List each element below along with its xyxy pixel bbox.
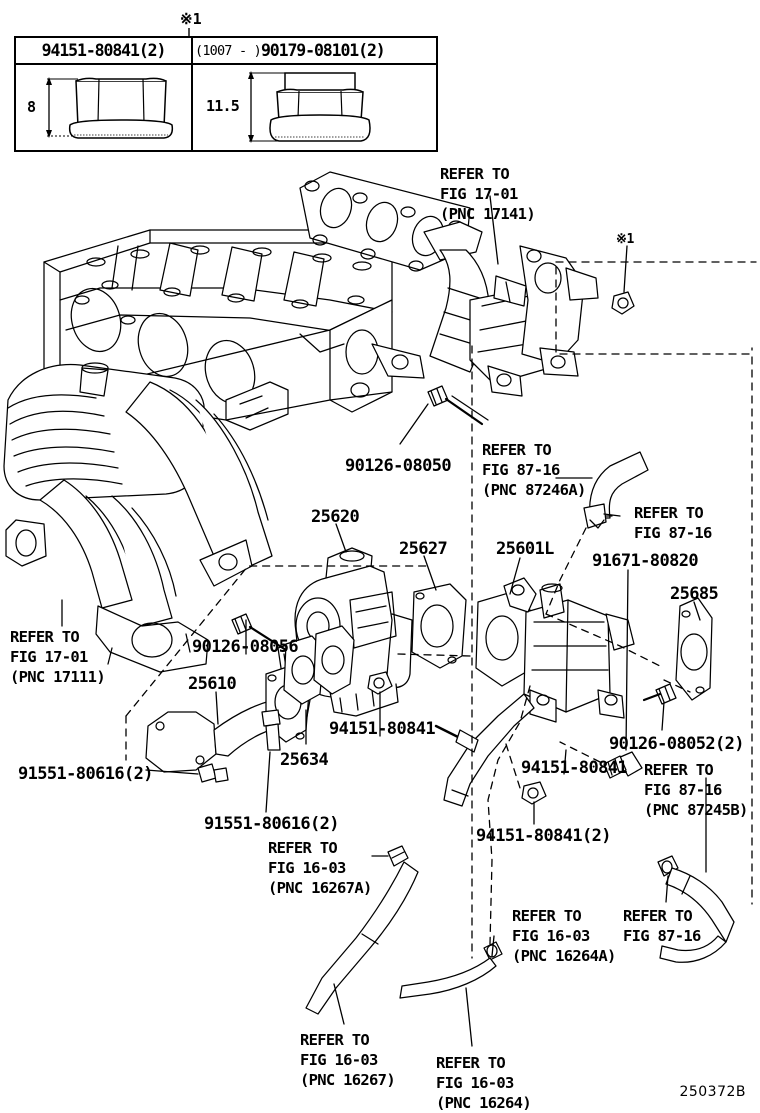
part-number-94151-80841: 94151-80841(2) [41,41,167,60]
grouping-dashed-lines [125,261,757,959]
callout-pn-90126-08052: 90126-08052(2) [609,734,744,754]
callout-pn-91671-80820: 91671-80820 [592,551,699,571]
egr-cooler-drawing [443,577,635,807]
callout-ref-16267a: REFER TO FIG 16-03 (PNC 16267A) [268,839,372,898]
callout-pn-90126-08050: 90126-08050 [345,456,452,476]
parts-table-cell-right-header: (1007 - ) 90179-08101(2) [193,38,436,63]
part-number-90179-08101: 90179-08101(2) [260,41,386,60]
flange-nut-11-5mm-drawing [248,71,371,143]
fasteners [197,291,679,961]
callout-ref-17111: REFER TO FIG 17-01 (PNC 17111) [10,628,106,687]
parts-table-cell-right-figure: 11.5 [193,65,436,150]
callout-ref-87246a: REFER TO FIG 87-16 (PNC 87246A) [482,441,586,500]
hoses [305,451,735,1015]
callout-ref-87245b: REFER TO FIG 87-16 (PNC 87245B) [644,761,748,820]
callout-pn-94151-80841-a: 94151-80841 [329,719,436,739]
callout-ref-8716-a: REFER TO FIG 87-16 [634,504,712,543]
stud-bolt-90126-08050 [427,385,489,426]
callout-ref-16264: REFER TO FIG 16-03 (PNC 16264) [436,1054,532,1113]
callout-mark-1-top: ※1 [616,232,634,247]
callout-ref-16264a: REFER TO FIG 16-03 (PNC 16264A) [512,907,616,966]
exhaust-manifold-drawing [299,171,599,397]
cylinder-head-drawing [43,229,393,431]
callout-pn-25685: 25685 [670,584,719,604]
callout-pn-25610: 25610 [188,674,237,694]
gasket-25627 [411,583,467,669]
callout-pn-25601L: 25601L [496,539,554,559]
parts-table: 94151-80841(2) (1007 - ) 90179-08101(2) … [14,36,438,152]
callout-pn-25634: 25634 [280,750,329,770]
leader-lines [61,195,707,1047]
parts-table-body: 8 11.5 [16,65,436,150]
flange-nut-8mm-drawing [46,77,174,139]
callout-ref-16267: REFER TO FIG 16-03 (PNC 16267) [300,1031,396,1090]
callout-pn-94151-80841-b: 94151-80841 [521,758,628,778]
intake-manifold-drawing [3,362,273,673]
dimension-label-11-5: 11.5 [206,97,240,115]
callout-pn-90126-08056: 90126-08056 [192,637,299,657]
callout-pn-91551-80616-a: 91551-80616(2) [18,764,153,784]
date-range: (1007 - ) [195,42,262,59]
callout-ref-8716-b: REFER TO FIG 87-16 [623,907,701,946]
dimension-label-8: 8 [27,98,36,116]
callout-ref-17141: REFER TO FIG 17-01 (PNC 17141) [440,165,536,224]
callout-pn-91551-80616-b: 91551-80616(2) [204,814,339,834]
note-mark-table: ※1 [180,10,202,28]
parts-table-cell-left-figure: 8 [16,65,193,150]
parts-table-cell-left-header: 94151-80841(2) [16,38,193,63]
callout-pn-25620: 25620 [311,507,360,527]
parts-table-header: 94151-80841(2) (1007 - ) 90179-08101(2) [16,38,436,65]
callout-pn-94151-80841-c: 94151-80841(2) [476,826,611,846]
callout-pn-25627: 25627 [399,539,448,559]
diagram-code: 250372B [679,1084,746,1100]
gaskets-stack [283,625,355,705]
gasket-25685 [675,597,713,701]
